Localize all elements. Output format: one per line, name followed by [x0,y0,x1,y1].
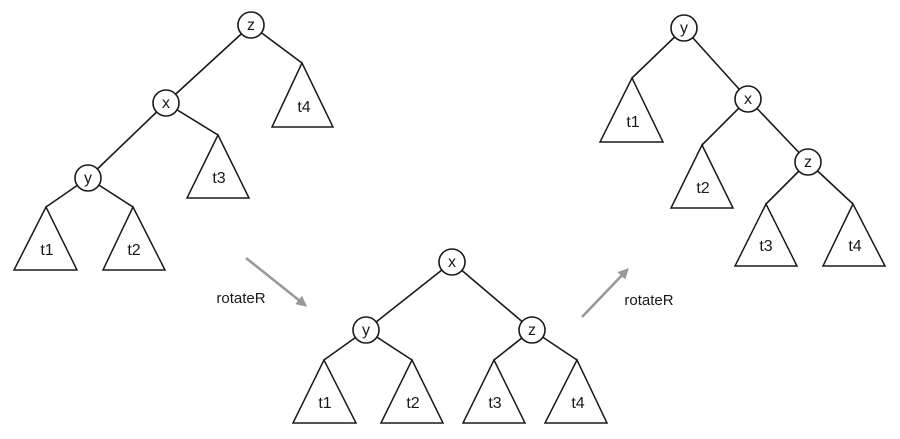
subtree-t1 [12,205,79,271]
edge-y-x [683,27,749,100]
node-x-label: x [744,91,752,108]
arrow-right-line [581,268,629,318]
subtree-t1 [291,358,358,424]
rotate-arrow-right: rotateR [581,268,674,318]
subtree-t2 [379,358,445,424]
subtree-t4 [270,61,335,128]
subtree-t1-label: t1 [626,114,639,131]
node-x [152,89,180,117]
subtree-t4-label: t4 [297,99,310,116]
node-y-label: y [362,322,370,339]
subtree-t4-label: t4 [571,395,584,412]
edge-z-x [165,24,252,104]
subtree-t3 [733,202,799,267]
arrow-right-label: rotateR [624,292,673,309]
tree-left: z x y t1 t2 t3 t4 [12,11,335,271]
subtree-t2-label: t2 [127,242,140,259]
node-z-label: z [804,154,812,171]
node-y [74,164,102,192]
subtree-t3 [185,133,251,199]
node-z [237,11,265,39]
subtree-t4-label: t4 [848,238,861,255]
node-z [794,148,822,176]
tree-right: y x z t1 t2 t3 t4 [598,14,887,267]
node-y-label: y [680,20,688,37]
subtree-t1 [598,76,665,143]
node-x [734,85,762,113]
subtree-t3-label: t3 [488,395,501,412]
edge-x-z [451,261,533,331]
rotate-arrow-left: rotateR [216,256,308,307]
node-x-label: x [448,254,456,271]
subtree-t2 [669,143,735,209]
edge-x-y [365,261,453,331]
subtree-t3-label: t3 [212,170,225,187]
node-y [352,316,380,344]
node-y [670,14,698,42]
arrow-left-line [245,256,308,307]
subtree-t3 [461,358,527,424]
subtree-t2-label: t2 [406,395,419,412]
node-z-label: z [247,17,255,34]
edge-x-z [747,98,809,163]
node-z [518,316,546,344]
edge-x-y [87,102,167,179]
subtree-t4 [543,358,609,424]
node-z-label: z [528,322,536,339]
subtree-t3-label: t3 [759,238,772,255]
subtree-t4 [821,202,887,267]
node-x [438,248,466,276]
subtree-t1-label: t1 [40,242,53,259]
subtree-t2-label: t2 [696,180,709,197]
arrow-left-label: rotateR [216,290,265,307]
subtree-t2 [101,205,167,271]
node-y-label: y [84,170,92,187]
node-x-label: x [162,95,170,112]
subtree-t1-label: t1 [318,395,331,412]
tree-middle: x y z t1 t2 t3 t4 [291,248,609,424]
